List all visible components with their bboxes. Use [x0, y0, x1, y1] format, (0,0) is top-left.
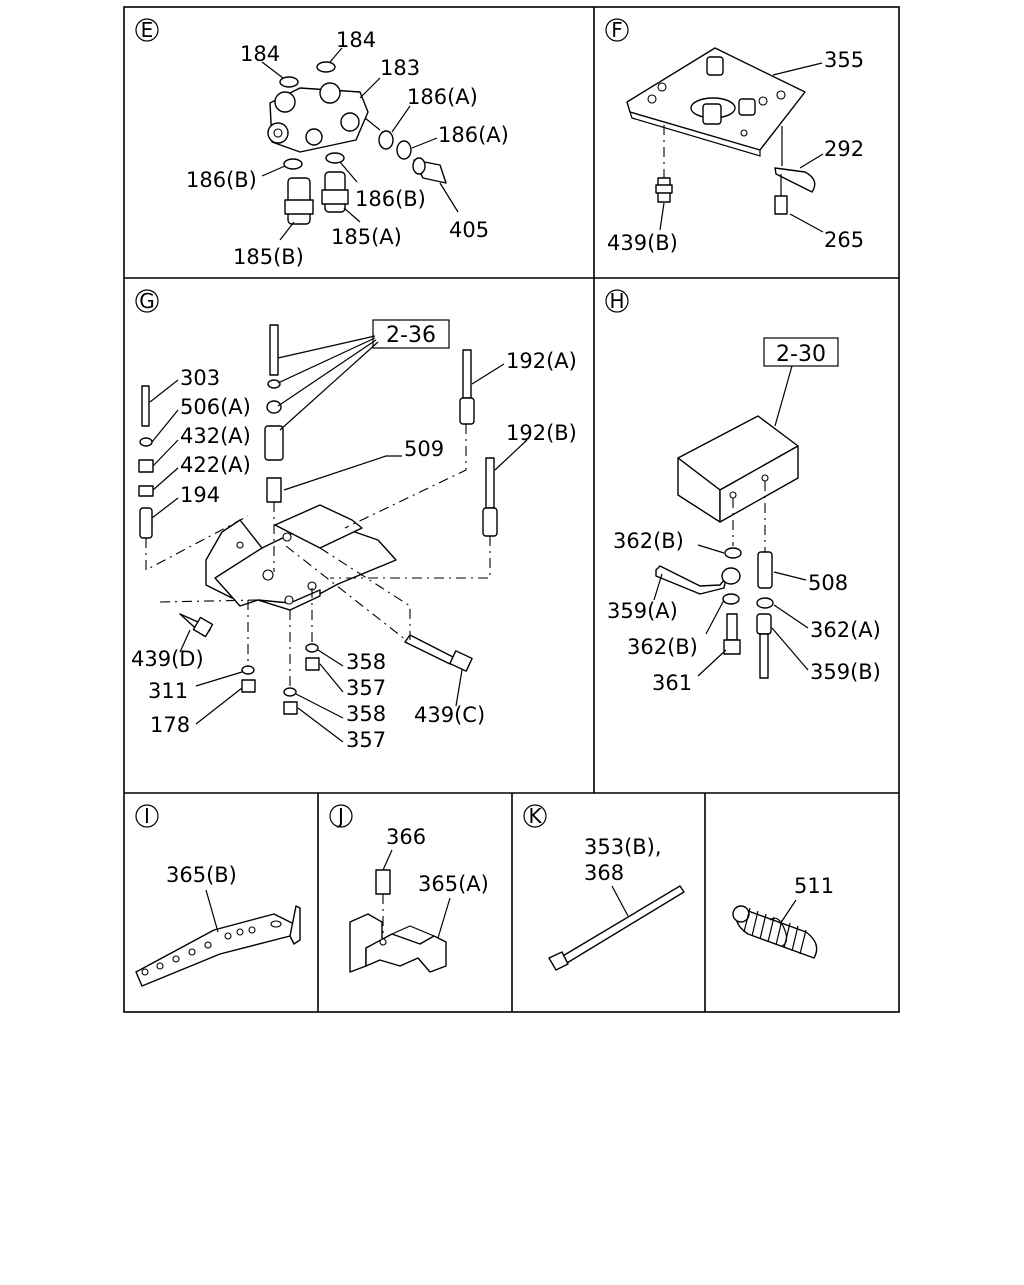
label-303: 303 [180, 366, 220, 390]
label-292: 292 [824, 137, 864, 161]
label-365b: 365(B) [166, 863, 237, 887]
label-265: 265 [824, 228, 864, 252]
label-185b: 185(B) [233, 245, 304, 269]
label-506a: 506(A) [180, 395, 251, 419]
valve-body-drawing [261, 47, 459, 241]
clamp-bracket-drawing [349, 849, 451, 973]
strap-bracket-drawing [135, 889, 301, 987]
label-405: 405 [449, 218, 489, 242]
mounting-plate-drawing [626, 47, 824, 233]
panel-i: I 365(B) [135, 804, 301, 987]
bracket-assembly-drawing [138, 324, 528, 743]
panel-g: G 2-36 [131, 289, 577, 752]
label-357-b: 357 [346, 728, 386, 752]
label-194: 194 [180, 483, 220, 507]
svg-text:I: I [144, 804, 150, 828]
label-192b: 192(B) [506, 421, 577, 445]
label-184-b: 184 [336, 28, 376, 52]
panel-letter-e: E [135, 18, 159, 42]
panel-letter-i: I [135, 804, 159, 828]
label-186b-right: 186(B) [355, 187, 426, 211]
svg-text:F: F [611, 18, 623, 42]
panel-j: J 366 365(A) [329, 804, 489, 973]
panel-letter-j: J [329, 804, 353, 828]
panel-h: H 2-30 [605, 289, 881, 695]
label-353b: 353(B), [584, 835, 662, 859]
svg-text:2-36: 2-36 [386, 323, 436, 348]
label-362b-top: 362(B) [613, 529, 684, 553]
svg-text:J: J [336, 804, 344, 828]
panel-letter-h: H [605, 289, 629, 313]
label-432a: 432(A) [180, 424, 251, 448]
label-184-a: 184 [240, 42, 280, 66]
label-359a: 359(A) [607, 599, 678, 623]
label-509: 509 [404, 437, 444, 461]
label-508: 508 [808, 571, 848, 595]
panel-corrugated-tube: 511 [732, 874, 834, 959]
label-361: 361 [652, 671, 692, 695]
label-422a: 422(A) [180, 453, 251, 477]
svg-text:G: G [139, 289, 155, 313]
label-439d: 439(D) [131, 647, 204, 671]
label-355: 355 [824, 48, 864, 72]
label-368: 368 [584, 861, 624, 885]
label-362a: 362(A) [810, 618, 881, 642]
label-186a-right: 186(A) [438, 123, 509, 147]
label-366: 366 [386, 825, 426, 849]
label-192a: 192(A) [506, 349, 577, 373]
label-359b: 359(B) [810, 660, 881, 684]
panel-k: K 353(B), 368 [523, 804, 685, 971]
label-365a: 365(A) [418, 872, 489, 896]
panel-frames [123, 6, 900, 1013]
label-357-a: 357 [346, 676, 386, 700]
label-439b: 439(B) [607, 231, 678, 255]
svg-text:E: E [141, 18, 154, 42]
label-178: 178 [150, 713, 190, 737]
panel-letter-f: F [605, 18, 629, 42]
label-183: 183 [380, 56, 420, 80]
label-358-b: 358 [346, 702, 386, 726]
label-186a-top: 186(A) [407, 85, 478, 109]
panel-f: F [605, 18, 864, 255]
cable-tie-drawing [548, 885, 685, 971]
label-358-a: 358 [346, 650, 386, 674]
reference-box-2-36: 2-36 [372, 319, 450, 349]
svg-text:H: H [609, 289, 624, 313]
label-186b-left: 186(B) [186, 168, 257, 192]
panel-letter-k: K [523, 804, 547, 828]
svg-text:2-30: 2-30 [776, 342, 826, 367]
label-311: 311 [148, 679, 188, 703]
svg-text:K: K [528, 804, 542, 828]
control-unit-drawing [653, 365, 809, 679]
panel-letter-g: G [135, 289, 159, 313]
corrugated-tube-drawing [732, 899, 818, 959]
label-439c: 439(C) [414, 703, 485, 727]
panel-e: E [135, 18, 509, 269]
label-185a: 185(A) [331, 225, 402, 249]
label-362b-bottom: 362(B) [627, 635, 698, 659]
reference-box-2-30: 2-30 [763, 337, 839, 367]
label-511: 511 [794, 874, 834, 898]
